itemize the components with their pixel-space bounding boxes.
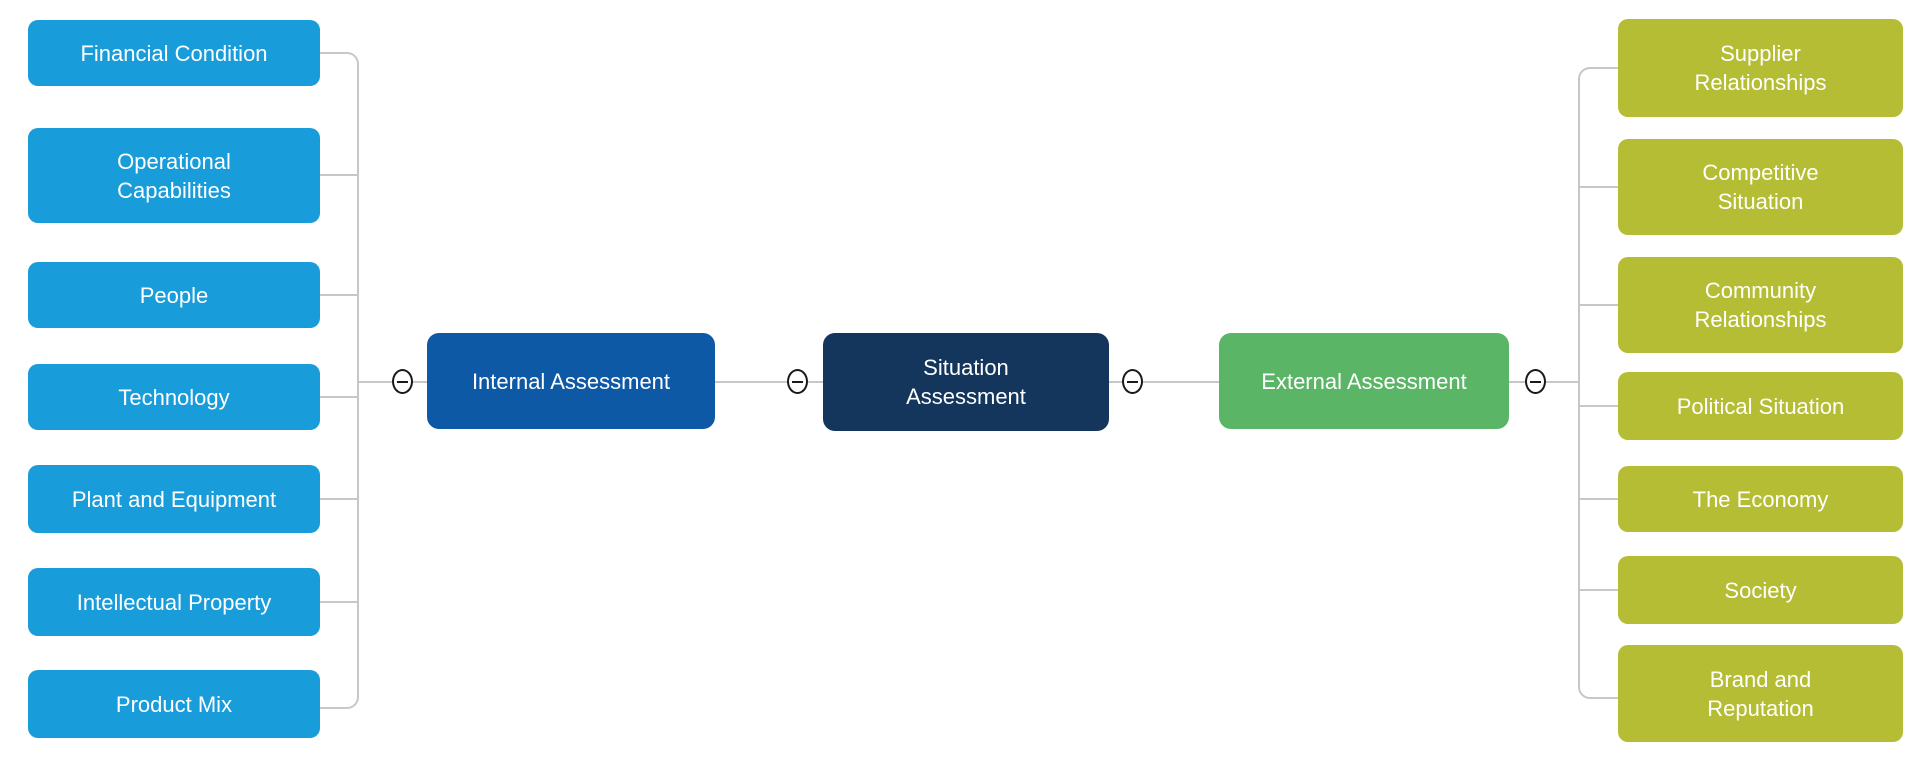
node-label: Supplier Relationships: [1694, 41, 1827, 95]
right-children-bracket-line: [1578, 67, 1620, 699]
node-label: The Economy: [1692, 486, 1829, 512]
node-supplier-relationships[interactable]: Supplier Relationships: [1618, 19, 1903, 117]
node-label: Community Relationships: [1694, 278, 1827, 332]
connector-plant-and-equipment: [320, 498, 357, 500]
node-label: Situation Assessment: [906, 355, 1026, 409]
node-technology[interactable]: Technology: [28, 364, 320, 430]
node-financial-condition[interactable]: Financial Condition: [28, 20, 320, 86]
node-label: Competitive Situation: [1702, 160, 1819, 214]
node-label: External Assessment: [1261, 368, 1467, 394]
connector-intellectual-property: [320, 601, 357, 603]
node-label: Operational Capabilities: [117, 148, 231, 203]
node-community-relationships[interactable]: Community Relationships: [1618, 257, 1903, 353]
connector-community-relationships: [1578, 304, 1618, 306]
node-label: People: [139, 282, 209, 308]
connector-operational-capabilities: [320, 174, 357, 176]
minus-icon: [397, 380, 408, 383]
node-society[interactable]: Society: [1618, 556, 1903, 624]
collapse-button-internal-children[interactable]: [392, 369, 413, 394]
collapse-button-external[interactable]: [1122, 369, 1143, 394]
left-children-bracket-line: [320, 52, 359, 709]
connector-people: [320, 294, 357, 296]
node-internal-assessment[interactable]: Internal Assessment: [427, 333, 715, 429]
node-label: Political Situation: [1676, 393, 1845, 419]
node-plant-and-equipment[interactable]: Plant and Equipment: [28, 465, 320, 533]
node-competitive-situation[interactable]: Competitive Situation: [1618, 139, 1903, 235]
minus-icon: [792, 380, 803, 383]
node-label: Technology: [118, 384, 230, 410]
node-operational-capabilities[interactable]: Operational Capabilities: [28, 128, 320, 223]
connector-root-external: [1109, 381, 1219, 383]
minus-icon: [1127, 380, 1138, 383]
node-label: Financial Condition: [80, 40, 268, 66]
node-external-assessment[interactable]: External Assessment: [1219, 333, 1509, 429]
node-situation-assessment[interactable]: Situation Assessment: [823, 333, 1109, 431]
connector-political-situation: [1578, 405, 1618, 407]
collapse-button-external-children[interactable]: [1525, 369, 1546, 394]
node-political-situation[interactable]: Political Situation: [1618, 372, 1903, 440]
node-product-mix[interactable]: Product Mix: [28, 670, 320, 738]
node-label: Product Mix: [115, 691, 233, 717]
connector-competitive-situation: [1578, 186, 1618, 188]
node-label: Internal Assessment: [471, 368, 671, 394]
node-label: Society: [1724, 577, 1797, 603]
node-intellectual-property[interactable]: Intellectual Property: [28, 568, 320, 636]
connector-the-economy: [1578, 498, 1618, 500]
connector-society: [1578, 589, 1618, 591]
connector-internal-root: [715, 381, 823, 383]
node-people[interactable]: People: [28, 262, 320, 328]
node-label: Intellectual Property: [76, 589, 272, 615]
node-label: Plant and Equipment: [71, 486, 277, 512]
node-the-economy[interactable]: The Economy: [1618, 466, 1903, 532]
minus-icon: [1530, 380, 1541, 383]
collapse-button-internal[interactable]: [787, 369, 808, 394]
node-brand-and-reputation[interactable]: Brand and Reputation: [1618, 645, 1903, 742]
node-label: Brand and Reputation: [1707, 666, 1814, 721]
connector-technology: [320, 396, 357, 398]
